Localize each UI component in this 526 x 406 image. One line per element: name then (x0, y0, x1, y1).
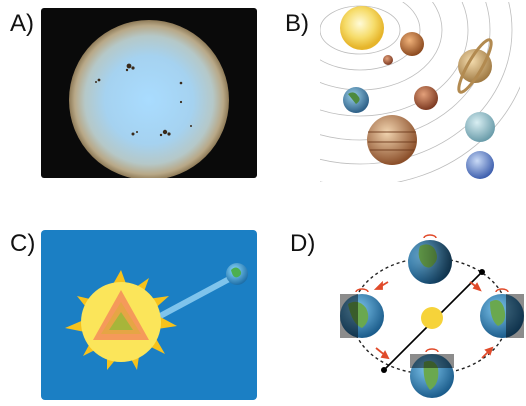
solar-system-illustration (320, 2, 520, 182)
sunspots (95, 63, 192, 137)
panel-a-sun-photo (41, 8, 257, 178)
earth-top (408, 234, 452, 284)
panel-b-solar-system (320, 2, 520, 182)
mercury (383, 55, 393, 65)
direction-arrows (373, 280, 494, 360)
venus (400, 32, 424, 56)
uranus (465, 112, 495, 142)
panel-a-label: A) (10, 10, 34, 37)
sunlight-beam (147, 275, 233, 325)
earth-land (231, 267, 242, 278)
earth-right (480, 288, 524, 338)
axis-endpoint (479, 269, 485, 275)
sun (421, 307, 443, 329)
jupiter (367, 115, 417, 165)
mars (414, 86, 438, 110)
neptune (466, 151, 494, 179)
panel-c-label: C) (10, 230, 36, 257)
orbit-diagram (340, 234, 524, 398)
saturn-rings (457, 38, 493, 94)
panel-d-label: D) (290, 230, 316, 257)
earth-left (340, 288, 384, 338)
panel-b-label: B) (285, 10, 309, 37)
panel-c-sun-structure (41, 230, 257, 400)
sun (340, 6, 384, 50)
panel-d-earth-orbit (330, 232, 526, 406)
axis-endpoint (381, 367, 387, 373)
saturn (458, 49, 492, 83)
sun-core (109, 312, 133, 330)
earth-land (348, 92, 360, 104)
sun-cutaway-illustration (65, 263, 248, 370)
sun-image (69, 20, 229, 178)
orbits (320, 2, 520, 182)
earth-bottom (410, 348, 454, 398)
